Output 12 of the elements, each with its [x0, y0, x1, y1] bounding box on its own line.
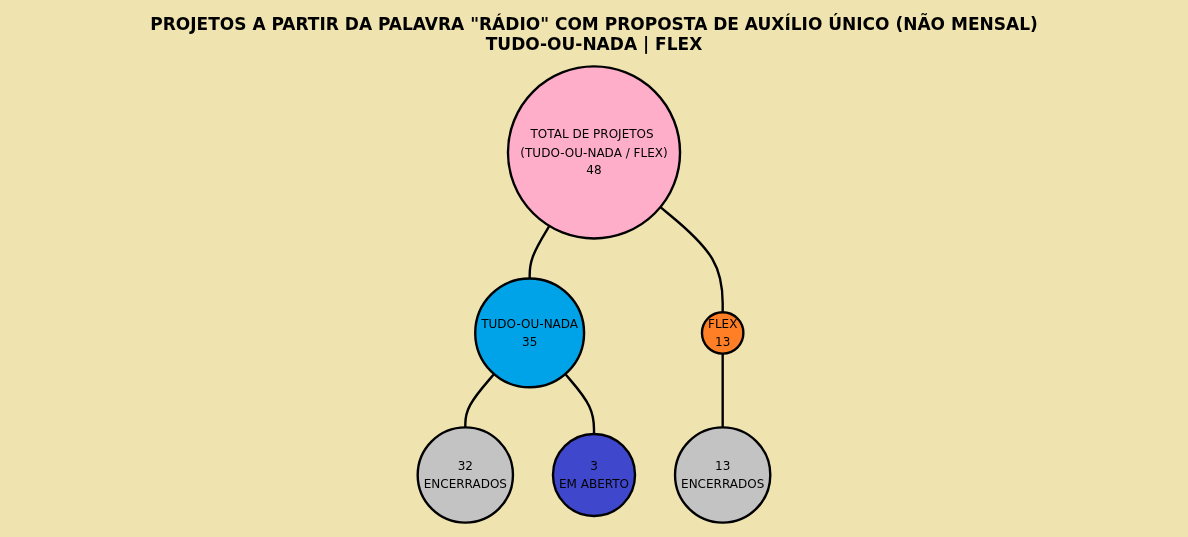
connector — [464, 373, 495, 428]
node-circle: 3 EM ABERTO — [551, 432, 637, 518]
diagram-title: PROJETOS A PARTIR DA PALAVRA "RÁDIO" COM PROPOSTA DE AUXÍLIO ÚNICO (NÃO MENSAL) TUDO-OU-NADA | FLEX — [149, 14, 1039, 54]
node-circle: FLEX 13 — [700, 311, 745, 355]
node-circle: TUDO-OU-NADA 35 — [474, 277, 586, 389]
connector — [721, 353, 724, 428]
connector — [659, 206, 724, 313]
node-circle: 32 ENCERRADOS — [416, 426, 515, 524]
node-circle: TOTAL DE PROJETOS (TUDO-OU-NADA / FLEX) 48 — [506, 65, 682, 240]
connector — [564, 373, 596, 434]
connector — [528, 225, 551, 279]
node-circle: 13 ENCERRADOS — [673, 426, 772, 524]
